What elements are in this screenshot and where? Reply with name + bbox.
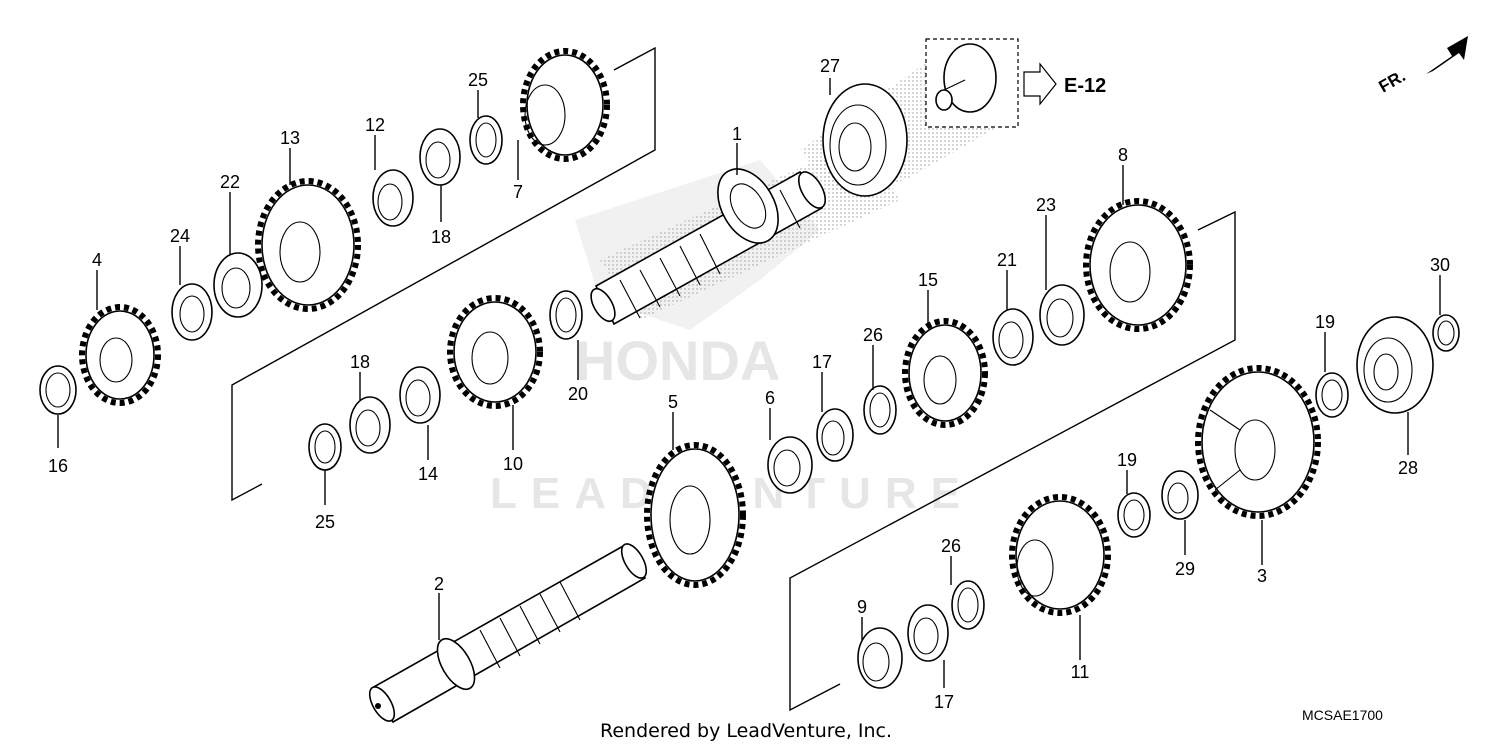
gear-part-4	[79, 304, 161, 406]
front-arrow-icon	[1426, 36, 1468, 74]
bearing-part-28	[1356, 316, 1434, 414]
diagram-code: MCSAE1700	[1302, 707, 1383, 723]
callout-8: 8	[1118, 145, 1128, 165]
reference-arrow-icon	[1023, 62, 1057, 106]
callout-19-lower: 19	[1117, 450, 1137, 470]
callout-23: 23	[1036, 195, 1056, 215]
callout-22: 22	[220, 172, 240, 192]
callout-18-upper: 18	[431, 227, 451, 247]
callout-4: 4	[92, 250, 102, 270]
needle-bearing-part-9	[857, 627, 903, 689]
callout-20: 20	[568, 384, 588, 404]
callout-9: 9	[857, 597, 867, 617]
callout-6: 6	[765, 388, 775, 408]
callout-11: 11	[1071, 662, 1090, 682]
watermark-brand: HONDA	[575, 329, 780, 392]
needle-bearing-part-12	[372, 169, 414, 227]
washers	[39, 115, 1460, 662]
callout-1: 1	[732, 124, 742, 144]
callout-15: 15	[918, 270, 938, 290]
callout-30: 30	[1430, 255, 1450, 275]
callout-13: 13	[280, 128, 300, 148]
gear-part-8	[1083, 198, 1193, 332]
callout-28: 28	[1398, 458, 1418, 478]
gear-part-7	[520, 48, 610, 162]
callout-25-lower: 25	[315, 512, 335, 532]
callout-27: 27	[820, 56, 840, 76]
callout-19-upper: 19	[1315, 312, 1335, 332]
countershaft-part-2	[368, 543, 648, 724]
reference-e12: E-12	[925, 38, 1106, 128]
callouts: 1 2 3 4 5 6 7 8 9 10 11 12 13 14 15 16 1…	[48, 56, 1450, 712]
bearing-part-27	[822, 83, 908, 197]
reference-label: E-12	[1064, 75, 1106, 97]
mainshaft-part-1	[590, 168, 827, 326]
gear-part-3	[1195, 365, 1321, 519]
gear-part-5	[644, 442, 746, 588]
callout-2: 2	[434, 574, 444, 594]
gear-part-10	[447, 295, 543, 409]
callout-21: 21	[997, 250, 1017, 270]
callout-3: 3	[1257, 566, 1267, 586]
callout-18-lower: 18	[350, 352, 370, 372]
needle-bearing-part-29	[1161, 470, 1199, 520]
callout-26-lower: 26	[941, 536, 961, 556]
leader-lines	[57, 78, 1441, 688]
callout-17-upper: 17	[812, 352, 832, 372]
callout-17-lower: 17	[934, 692, 954, 712]
callout-5: 5	[668, 392, 678, 412]
callout-25-upper: 25	[468, 70, 488, 90]
callout-16: 16	[48, 456, 68, 476]
front-direction-indicator: FR.	[1376, 36, 1468, 96]
callout-7: 7	[513, 182, 523, 202]
group-brackets	[231, 46, 1236, 712]
callout-12: 12	[365, 115, 385, 135]
callout-26-upper: 26	[863, 325, 883, 345]
bushing-part-6	[767, 436, 813, 494]
gear-part-13	[255, 178, 361, 312]
callout-29: 29	[1175, 559, 1195, 579]
callout-24: 24	[170, 226, 190, 246]
gear-part-11	[1009, 494, 1111, 616]
gear-part-15	[902, 318, 988, 428]
front-label: FR.	[1376, 66, 1409, 96]
callout-14: 14	[418, 464, 438, 484]
bushing-part-14	[399, 366, 441, 424]
rendered-by-credit: Rendered by LeadVenture, Inc.	[600, 720, 892, 742]
callout-10: 10	[503, 454, 523, 474]
